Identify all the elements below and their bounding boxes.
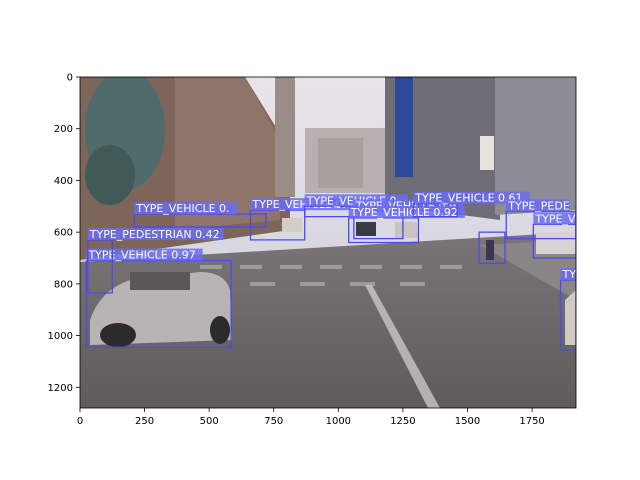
silver-car	[90, 272, 232, 347]
detection-label-bg	[87, 227, 224, 240]
detection-box	[478, 231, 506, 264]
y-tick-label: 600	[54, 228, 73, 239]
detection-label-bg	[348, 205, 465, 218]
detection-label: TYPE_VEHICLE 0.97	[87, 249, 195, 262]
detection-label: TYPE_PEDE	[507, 199, 570, 212]
detection-label: TYPE_PEDESTRIAN 0.42	[89, 228, 220, 241]
detection-label: TYPE	[562, 268, 590, 281]
detection-label-bg	[134, 202, 238, 215]
y-axis: 0 200 400 600 800 1000 1200	[48, 73, 80, 394]
detection-label-bg	[413, 191, 530, 204]
y-tick-label: 400	[54, 176, 73, 187]
x-tick-label: 0	[77, 416, 83, 427]
x-tick-label: 500	[200, 416, 219, 427]
x-tick-label: 1000	[326, 416, 351, 427]
y-tick-label: 1000	[48, 331, 73, 342]
detection-label: TYPE_VEHICLE 0.92	[350, 206, 458, 219]
y-tick-label: 800	[54, 279, 73, 290]
x-tick-label: 750	[264, 416, 283, 427]
detection-label: TYPE_VEHICLE 0.	[135, 202, 229, 215]
x-tick-label: 1250	[390, 416, 415, 427]
axes-frame	[79, 76, 577, 409]
x-tick-label: 250	[135, 416, 154, 427]
x-tick-label: 1750	[519, 416, 544, 427]
x-tick-label: 1500	[455, 416, 480, 427]
detection-label-bg	[86, 248, 203, 261]
detection-label-bg	[533, 212, 576, 225]
y-tick-label: 0	[67, 73, 73, 84]
detection-label: TYPE_V	[534, 212, 576, 225]
y-tick-label: 1200	[48, 383, 73, 394]
x-axis: 0 250 500 750 1000 1250 1500 1750	[77, 408, 545, 427]
y-tick-label: 200	[54, 124, 73, 135]
detection-label-bg	[560, 267, 576, 280]
detection-label-bg	[506, 199, 570, 212]
detection-label: TYPE_VEHICLE 0.61	[414, 192, 522, 205]
